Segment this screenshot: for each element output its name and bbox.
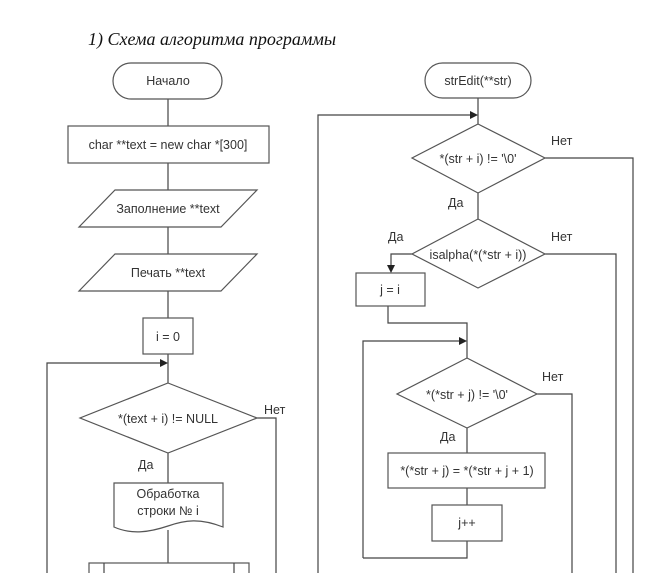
condition-label: *(text + i) != NULL bbox=[118, 412, 218, 426]
shift-label: *(*str + j) = *(*str + j + 1) bbox=[400, 464, 533, 478]
start-terminal bbox=[112, 62, 223, 100]
fill-label: Заполнение **text bbox=[116, 202, 220, 216]
cond1-decision bbox=[410, 123, 547, 194]
assign-j-process bbox=[355, 272, 426, 307]
cond1-label: *(str + i) != '\0' bbox=[439, 152, 516, 166]
init-label: i = 0 bbox=[156, 330, 180, 344]
cond3-decision bbox=[395, 357, 539, 429]
edge-assign-cond3 bbox=[387, 306, 468, 358]
arrow-cond2-yes bbox=[387, 265, 395, 273]
cond2-label: isalpha(*(*str + i)) bbox=[430, 248, 527, 262]
increment-label: j++ bbox=[457, 516, 475, 530]
edge-cond2-yes bbox=[390, 253, 412, 267]
stredit-terminal bbox=[424, 62, 532, 99]
subprocess-box bbox=[88, 562, 250, 573]
cond3-label: *(*str + j) != '\0' bbox=[426, 388, 508, 402]
edge-cond1-no bbox=[545, 157, 634, 573]
process-document bbox=[113, 482, 224, 533]
cond3-yes-label: Да bbox=[440, 430, 455, 444]
arrow-outer-loop bbox=[470, 111, 478, 119]
edge-condition-no bbox=[257, 417, 277, 573]
arrow-inner-loop bbox=[459, 337, 467, 345]
condition-no-label: Нет bbox=[264, 403, 286, 417]
condition-yes-label: Да bbox=[138, 458, 153, 472]
arrow-loop-back bbox=[160, 359, 168, 367]
edge-loop-back bbox=[46, 362, 162, 573]
edge-cond3-no bbox=[537, 393, 573, 573]
print-io bbox=[77, 253, 259, 292]
cond2-no-label: Нет bbox=[551, 230, 573, 244]
assign-j-label: j = i bbox=[379, 283, 400, 297]
cond2-decision bbox=[410, 218, 547, 289]
section-title: 1) Схема алгоритма программы bbox=[88, 29, 337, 49]
cond1-yes-label: Да bbox=[448, 196, 463, 210]
cond1-no-label: Нет bbox=[551, 134, 573, 148]
alloc-process bbox=[67, 125, 270, 164]
cond3-no-label: Нет bbox=[542, 370, 564, 384]
alloc-label: char **text = new char *[300] bbox=[89, 138, 248, 152]
edge-increment-loop bbox=[363, 541, 468, 559]
edge-cond2-no bbox=[545, 253, 617, 573]
print-label: Печать **text bbox=[131, 266, 206, 280]
cond2-yes-label: Да bbox=[388, 230, 403, 244]
fill-io bbox=[77, 189, 259, 228]
init-process bbox=[142, 317, 194, 355]
condition-decision bbox=[78, 382, 259, 454]
process-label-line1: Обработка bbox=[136, 487, 199, 501]
edge-outer-loop bbox=[317, 114, 472, 573]
shift-process bbox=[387, 452, 546, 489]
increment-process bbox=[431, 504, 503, 542]
stredit-label: strEdit(**str) bbox=[444, 74, 511, 88]
edge-inner-loop bbox=[362, 340, 461, 558]
process-label-line2: строки № i bbox=[137, 504, 198, 518]
start-label: Начало bbox=[146, 74, 190, 88]
